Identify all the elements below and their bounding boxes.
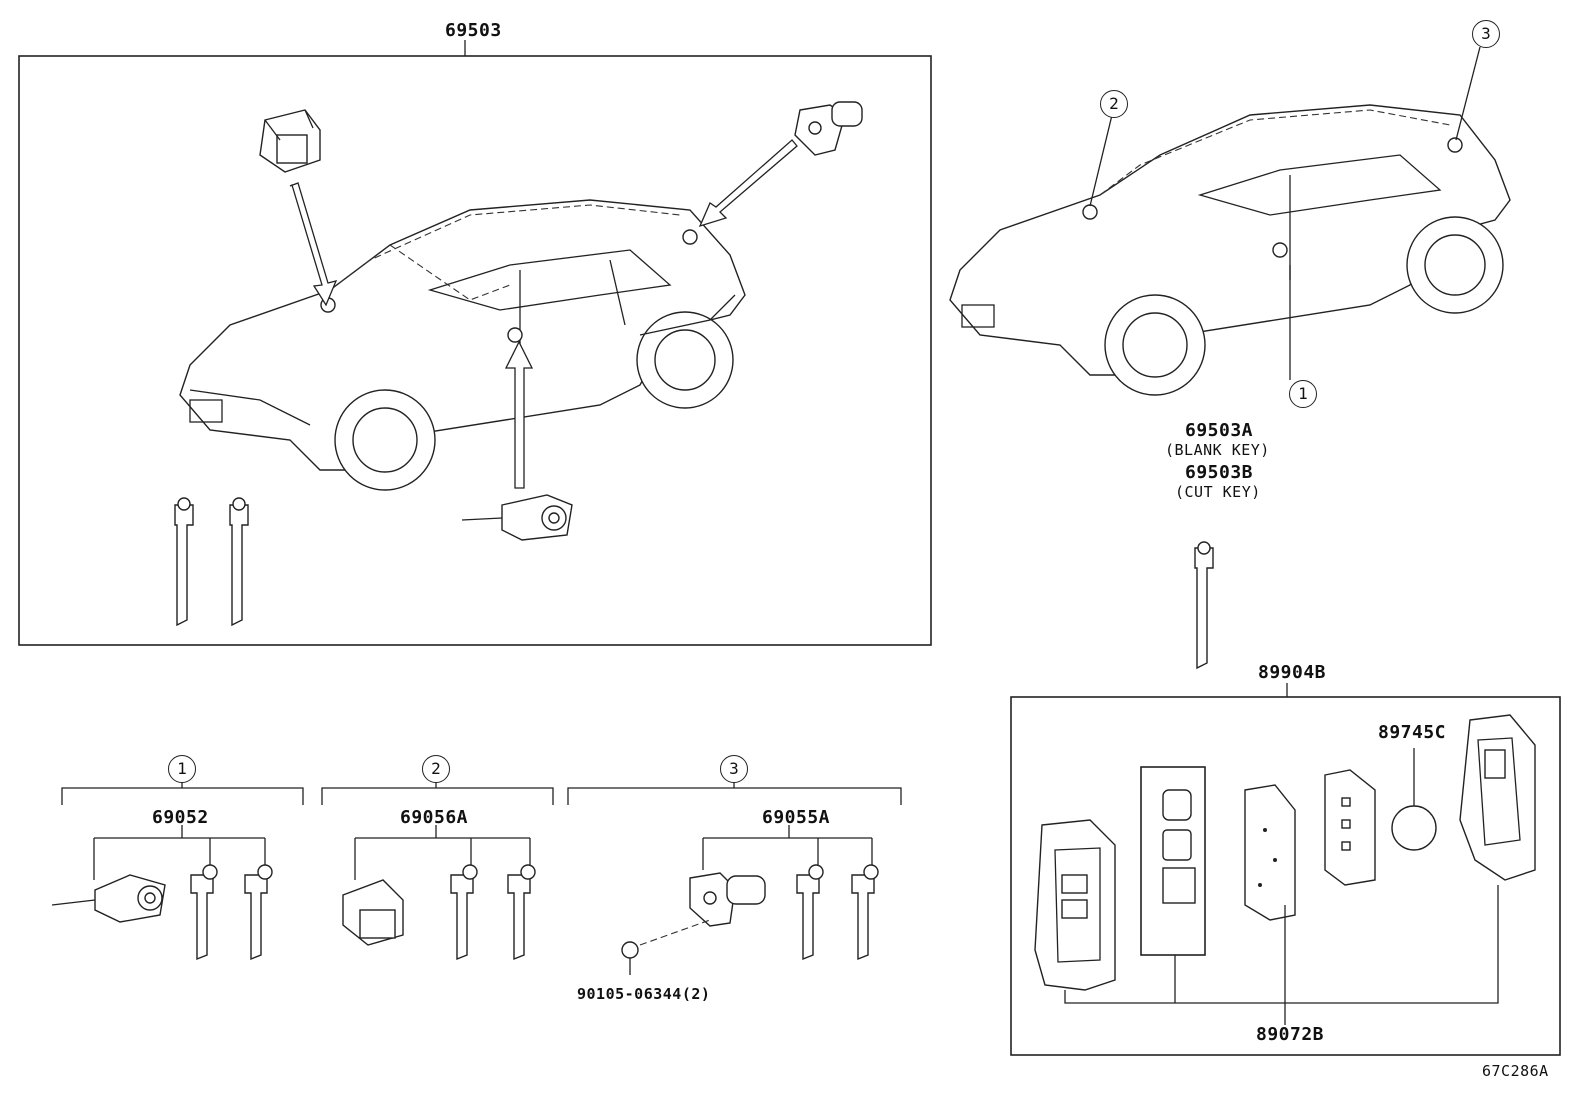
luggage-cylinder-group3 [689,872,766,927]
label-assy-set: 69503 [445,20,502,41]
keys-group1 [190,864,273,961]
circuit-board [1244,784,1296,921]
label-blank-key: 69503A [1185,420,1254,441]
glove-cylinder-group2 [342,879,404,946]
figure-code: 67C286A [1482,1062,1549,1080]
button-rubber-frame [1140,766,1206,956]
screw-part [621,941,639,975]
bracket-1 [61,787,304,805]
arrow-glove [289,182,338,307]
arrow-door [504,340,534,489]
door-cylinder-group1 [51,874,166,923]
label-luggage-cylinder: 69055A [762,807,831,828]
callout-1-group: 1 [168,755,196,783]
smart-key-case-back [1459,714,1536,881]
label-battery: 89745C [1378,722,1447,743]
label-door-cylinder: 69052 [152,807,209,828]
callout-3-group: 3 [720,755,748,783]
label-glove-cylinder: 69056A [400,807,469,828]
smart-key-case-front [1034,819,1116,991]
keys-group3 [796,864,879,961]
board-cover [1324,769,1376,886]
car-illustration-right [949,104,1511,396]
label-transmitter: 89072B [1256,1024,1325,1045]
door-cylinder-top [461,494,573,541]
bracket-3 [567,787,902,805]
callout-3-right-car: 3 [1472,20,1500,48]
car-illustration-left [179,199,746,491]
arrow-trunk [698,139,798,228]
label-cut-key: 69503B [1185,462,1254,483]
label-smart-key: 89904B [1258,662,1327,683]
label-screw: 90105-06344(2) [577,985,711,1003]
glove-cylinder-top [259,109,321,173]
key-pair-top [174,497,249,627]
luggage-cylinder-top [794,101,863,156]
label-cut-key-note: (CUT KEY) [1175,483,1261,501]
battery-coin [1391,805,1437,851]
callout-1-right-car: 1 [1289,380,1317,408]
callout-2-group: 2 [422,755,450,783]
smart-key-frame [1010,696,1561,1056]
single-key-right [1194,541,1214,670]
callout-2-right-car: 2 [1100,90,1128,118]
button-rubber [1162,789,1196,904]
bracket-2 [321,787,554,805]
label-blank-key-note: (BLANK KEY) [1165,441,1270,459]
assy-set-frame [18,55,932,646]
keys-group2 [450,864,536,961]
